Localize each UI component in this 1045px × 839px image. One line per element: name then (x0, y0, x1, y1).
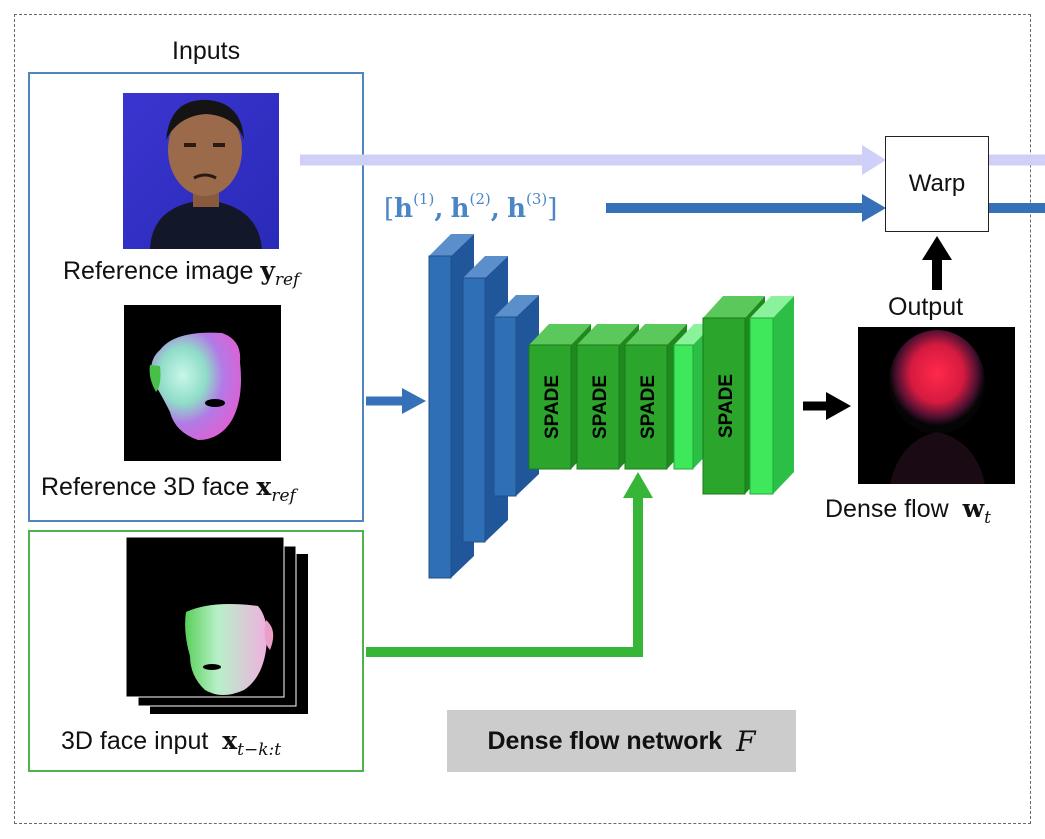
reference-face-subscript: ref (271, 486, 296, 506)
face-input-subscript: t−k:t (237, 740, 282, 760)
feature-h3: h (507, 194, 526, 224)
face-input-label: 3D face input (61, 727, 209, 755)
face-input-stack-image (125, 536, 308, 714)
output-label: Output (888, 293, 964, 321)
dense-flow-label: Dense flow (825, 495, 949, 523)
feature-sup1: (1) (413, 190, 435, 208)
reference-image-label: Reference image (63, 257, 254, 285)
feature-h2: h (450, 194, 470, 224)
network-to-output-arrow (803, 392, 851, 420)
reference-image-photo (123, 93, 279, 249)
reference-face-caption: Reference 3D face xref (41, 472, 296, 506)
reference-face-symbol: x (256, 472, 272, 501)
features-to-warp-arrow (606, 194, 1045, 222)
network-title: Dense flow network (487, 726, 723, 755)
face-input-to-spade-arrow (366, 472, 653, 657)
spade-label-4: SPADE (716, 374, 737, 438)
reference-inputs-box (28, 72, 364, 522)
inputs-to-network-arrow (366, 388, 426, 414)
decoder-block-light-2 (749, 296, 794, 495)
dense-flow-caption: Dense flow wt (825, 494, 991, 528)
face-input-symbol: x (222, 726, 238, 755)
reference-image-symbol: y (260, 256, 275, 285)
inputs-title: Inputs (172, 37, 241, 65)
warp-label: Warp (908, 170, 966, 197)
figure-frame (14, 14, 1031, 824)
network-title-box: Dense flow network F (447, 710, 796, 772)
face-input-box (28, 530, 364, 772)
feature-comma-1: , (434, 194, 444, 224)
spade-label-2: SPADE (590, 375, 611, 439)
output-to-warp-arrow (922, 236, 952, 290)
reference-face-label: Reference 3D face (41, 473, 250, 501)
dense-flow-symbol: w (962, 494, 985, 523)
spade-label-1: SPADE (542, 375, 563, 439)
reference-to-warp-arrow (300, 145, 1045, 175)
feature-comma-2: , (490, 194, 500, 224)
feature-h1: h (394, 194, 414, 224)
reference-image-caption: Reference image yref (63, 256, 299, 290)
feature-sup3: (3) (525, 190, 548, 208)
feature-close-bracket: ] (547, 194, 558, 224)
feature-open-bracket: [ (384, 194, 395, 224)
face-input-caption: 3D face input xt−k:t (61, 726, 281, 760)
reference-3d-face-image (124, 305, 281, 461)
dense-flow-subscript: t (984, 508, 991, 528)
reference-image-subscript: ref (274, 270, 300, 290)
feature-list-label: [h(1), h(2), h(3)] (384, 190, 557, 224)
spade-label-3: SPADE (638, 375, 659, 439)
dense-flow-image (858, 327, 1015, 484)
feature-sup2: (2) (469, 190, 491, 208)
warp-box: Warp (885, 136, 989, 232)
network-symbol: F (736, 724, 756, 758)
